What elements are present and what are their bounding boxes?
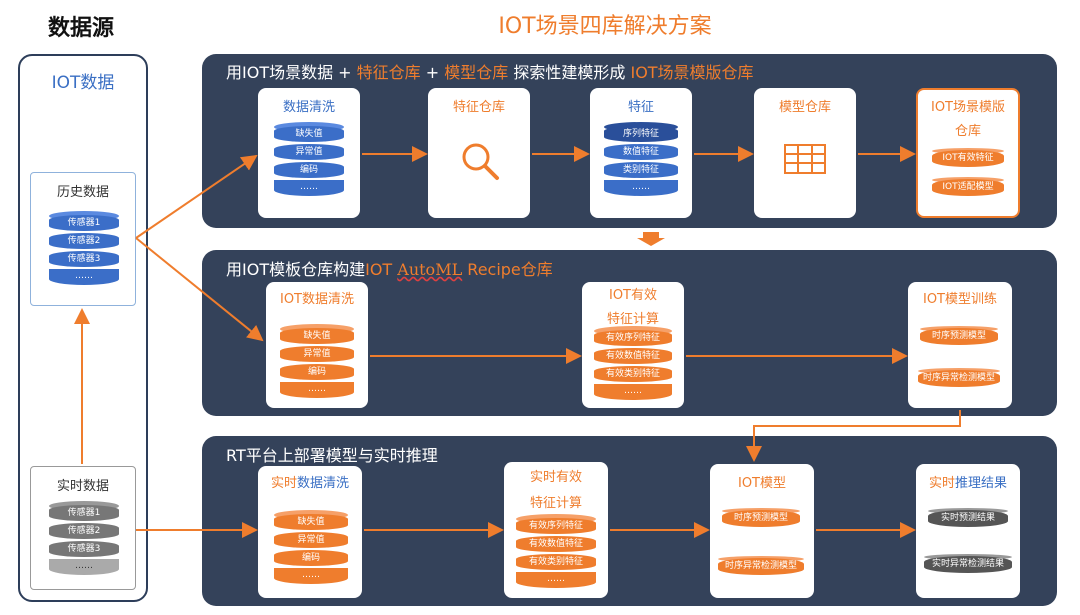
db-item: ……: [49, 269, 119, 285]
realtime-data-box: 实时数据 传感器1 传感器2 传感器3 ……: [30, 466, 136, 590]
b2-feature-calc-title-1: IOT有效: [608, 288, 657, 303]
b2-cleaning-db: 缺失值 异常值 编码 ……: [280, 324, 354, 408]
db-item: ……: [594, 384, 672, 400]
b1-features-card: 特征 序列特征 数值特征 类别特征 ……: [590, 88, 692, 218]
b1-features-db: 序列特征 数值特征 类别特征 ……: [604, 122, 678, 206]
page-title: IOT场景四库解决方案: [498, 14, 712, 39]
iot-data-title: IOT数据: [51, 73, 115, 93]
db-item: ……: [604, 180, 678, 196]
b2-feature-calc-title-2: 特征计算: [606, 312, 659, 327]
b3-feature-calc-db: 有效序列特征 有效数值特征 有效类别特征 ……: [516, 514, 596, 596]
data-source-heading: 数据源: [48, 16, 115, 41]
b1-template-title-1: IOT场景模版: [930, 100, 1005, 115]
db-item: 数值特征: [604, 144, 678, 160]
db-item: 有效序列特征: [594, 330, 672, 346]
history-data-title: 历史数据: [56, 185, 109, 200]
b3-feature-calc-title-1: 实时有效: [529, 470, 582, 485]
b1-template-store-card: IOT场景模版 仓库 IOT有效特征 IOT适配模型: [916, 88, 1020, 218]
db-item: 有效数值特征: [516, 536, 596, 552]
b3-result-card: 实时推理结果 实时预测结果 实时异常检测结果: [916, 464, 1020, 598]
db-item: 传感器1: [49, 215, 119, 231]
search-icon: [462, 143, 499, 180]
db-item: 异常值: [274, 532, 348, 548]
realtime-database: 传感器1 传感器2 传感器3 ……: [49, 501, 119, 585]
b1-feature-store-card: 特征仓库: [428, 88, 530, 218]
db-item: 传感器2: [49, 523, 119, 539]
pill-item: 时序预测模型: [920, 328, 998, 345]
db-item: 编码: [274, 162, 344, 178]
realtime-data-title: 实时数据: [56, 479, 109, 494]
db-item: 有效类别特征: [516, 554, 596, 570]
pill-item: IOT适配模型: [932, 179, 1004, 196]
b1-cleaning-db: 缺失值 异常值 编码 ……: [274, 122, 344, 206]
b1-cleaning-card: 数据清洗 缺失值 异常值 编码 ……: [258, 88, 360, 218]
b1-features-title: 特征: [627, 100, 654, 115]
pill-item: 时序预测模型: [722, 510, 800, 527]
b1-template-title-2: 仓库: [954, 124, 981, 139]
pill-item: IOT有效特征: [932, 150, 1004, 167]
db-item: 异常值: [280, 346, 354, 362]
db-item: 传感器3: [49, 251, 119, 267]
pill-item: 时序异常检测模型: [718, 558, 804, 575]
b3-result-title: 实时推理结果: [928, 476, 1008, 491]
b3-feature-calc-title-2: 特征计算: [529, 496, 582, 511]
band3-title: RT平台上部署模型与实时推理: [226, 446, 438, 465]
b3-cleaning-db: 缺失值 异常值 编码 ……: [274, 510, 348, 594]
db-item: 传感器1: [49, 505, 119, 521]
db-item: 有效序列特征: [516, 518, 596, 534]
b3-cleaning-title: 实时数据清洗: [270, 476, 350, 491]
b2-training-title: IOT模型训练: [922, 292, 997, 307]
history-database: 传感器1 传感器2 传感器3 ……: [49, 211, 119, 295]
b2-cleaning-title: IOT数据清洗: [279, 292, 354, 307]
db-item: ……: [274, 180, 344, 196]
b1-model-store-card: 模型仓库: [754, 88, 856, 218]
b3-model-title: IOT模型: [737, 476, 786, 491]
db-item: 传感器3: [49, 541, 119, 557]
db-item: 有效数值特征: [594, 348, 672, 364]
db-item: 缺失值: [274, 126, 344, 142]
b2-feature-calc-card: IOT有效 特征计算 有效序列特征 有效数值特征 有效类别特征 ……: [582, 282, 684, 408]
b1-cleaning-title: 数据清洗: [282, 100, 335, 115]
db-item: ……: [274, 568, 348, 584]
pill-item: 实时异常检测结果: [924, 556, 1012, 573]
db-item: 异常值: [274, 144, 344, 160]
db-item: 编码: [274, 550, 348, 566]
db-item: 缺失值: [280, 328, 354, 344]
history-data-box: 历史数据 传感器1 传感器2 传感器3 ……: [30, 172, 136, 306]
b2-feature-calc-db: 有效序列特征 有效数值特征 有效类别特征 ……: [594, 326, 672, 408]
db-item: 有效类别特征: [594, 366, 672, 382]
db-item: 缺失值: [274, 514, 348, 530]
db-item: ……: [280, 382, 354, 398]
band1-title: 用IOT场景数据 + 特征仓库 + 模型仓库 探索性建模形成 IOT场景模版仓库: [226, 63, 754, 82]
db-item: 类别特征: [604, 162, 678, 178]
pill-item: 时序异常检测模型: [918, 370, 1000, 387]
b3-model-card: IOT模型 时序预测模型 时序异常检测模型: [710, 464, 814, 598]
b2-training-card: IOT模型训练 时序预测模型 时序异常检测模型: [908, 282, 1012, 408]
db-item: 编码: [280, 364, 354, 380]
db-item: 传感器2: [49, 233, 119, 249]
db-item: ……: [49, 559, 119, 575]
pill-item: 实时预测结果: [928, 510, 1008, 527]
db-item: 序列特征: [604, 126, 678, 142]
db-item: ……: [516, 572, 596, 588]
b1-feature-store-title: 特征仓库: [452, 100, 505, 115]
b2-cleaning-card: IOT数据清洗 缺失值 异常值 编码 ……: [266, 282, 368, 408]
band2-title: 用IOT模板仓库构建IOT AutoML Recipe仓库: [226, 260, 553, 279]
table-icon: [784, 144, 826, 174]
b1-model-store-title: 模型仓库: [778, 100, 831, 115]
b3-cleaning-card: 实时数据清洗 缺失值 异常值 编码 ……: [258, 466, 362, 598]
b3-feature-calc-card: 实时有效 特征计算 有效序列特征 有效数值特征 有效类别特征 ……: [504, 462, 608, 598]
